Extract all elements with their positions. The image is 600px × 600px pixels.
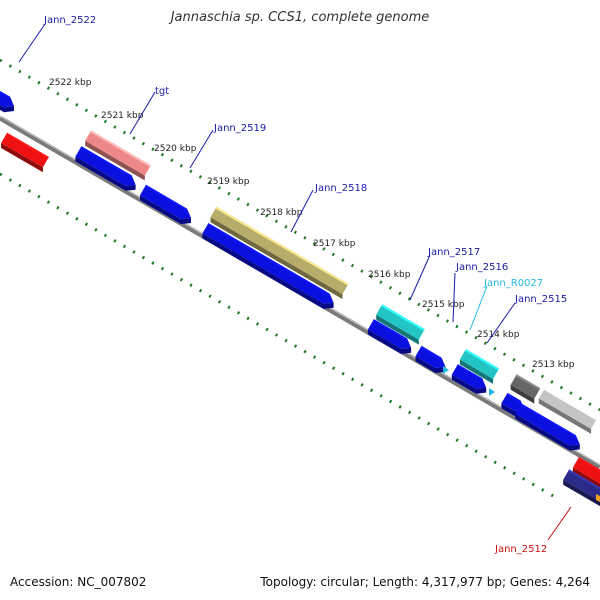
gene-label-jann-r0027[interactable]: Jann_R0027	[483, 278, 543, 289]
cds-arrow-shadow	[75, 156, 136, 191]
map-title: Jannaschia sp. CCS1, complete genome	[170, 10, 430, 25]
gene-features	[0, 90, 600, 507]
cds-arrow-highlight	[506, 393, 521, 403]
gene-block-lightgray-shadow	[538, 398, 592, 434]
gene-block-jann-r0027	[459, 349, 500, 379]
cds-arrow-highlight	[145, 184, 188, 211]
cds-arrow	[75, 146, 136, 186]
leader-line	[452, 272, 456, 323]
kbp-labels: 2522 kbp 2521 kbp 2520 kbp 2519 kbp 2518…	[49, 78, 575, 370]
gene-label-jann-2522[interactable]: Jann_2522	[43, 15, 96, 26]
trna-mark	[443, 366, 449, 374]
cds-arrow	[140, 184, 191, 220]
genome-summary-text: Topology: circular; Length: 4,317,977 bp…	[260, 575, 590, 589]
cds-arrow	[515, 403, 580, 446]
cds-arrow-shadow	[415, 356, 446, 373]
cds-arrow-highlight	[372, 319, 408, 341]
gene-block-lightgray	[538, 388, 598, 429]
kbp-label: 2514 kbp	[477, 330, 520, 340]
leader-line	[189, 129, 214, 169]
kbp-label: 2520 kbp	[154, 144, 197, 154]
cds-arrow-highlight	[0, 90, 11, 99]
leader-line	[290, 189, 314, 233]
kbp-label: 2518 kbp	[260, 208, 303, 218]
leader-line	[409, 254, 431, 301]
gene-block-gray	[510, 374, 541, 399]
cds-arrow	[451, 364, 487, 389]
gene-block-jann-2518-shadow	[210, 217, 343, 300]
kbp-label: 2522 kbp	[49, 78, 92, 88]
cds-arrow	[415, 345, 446, 368]
kbp-label: 2519 kbp	[207, 177, 250, 187]
label-leaders	[18, 23, 572, 541]
gene-block-navy-shadow	[563, 479, 600, 507]
leader-line	[129, 91, 156, 135]
gene-block-gray-highlight	[515, 374, 541, 390]
gene-block-jann-2517-shadow	[376, 314, 419, 345]
gene-label-jann-2518[interactable]: Jann_2518	[314, 183, 367, 194]
gene-block-red	[1, 132, 49, 168]
trna-mark	[489, 388, 495, 396]
leader-line	[469, 285, 488, 331]
gene-block-jann-2517-highlight	[381, 304, 425, 331]
gene-label-jann-2517[interactable]: Jann_2517	[427, 247, 480, 258]
upper-tick-track	[0, 58, 600, 412]
gene-block-navy-highlight	[568, 469, 600, 490]
gene-block-tgt-highlight	[90, 130, 151, 167]
accession-text: Accession: NC_007802	[10, 575, 147, 589]
cds-arrow-shadow	[451, 374, 487, 394]
cds-arrow-highlight	[520, 403, 576, 437]
gene-label-tgt[interactable]: tgt	[155, 86, 169, 97]
cds-arrow-highlight	[207, 223, 330, 296]
gene-block-jann-2512	[572, 457, 600, 484]
lower-tick-track	[0, 172, 561, 502]
gene-block-jann-r0027-shadow	[459, 359, 494, 384]
leader-line	[547, 506, 572, 541]
kbp-label: 2515 kbp	[422, 300, 465, 310]
gene-block-gray-shadow	[510, 384, 535, 404]
gene-block-jann-r0027-highlight	[464, 349, 500, 371]
cds-arrow-highlight	[80, 146, 132, 178]
gene-block-jann-2512-highlight	[577, 457, 600, 472]
kbp-label: 2517 kbp	[313, 239, 356, 249]
gene-block-jann-2518	[210, 206, 349, 295]
gene-block-red-shadow	[1, 143, 43, 173]
gene-block-tgt-shadow	[85, 140, 145, 181]
gene-label-jann-2519[interactable]: Jann_2519	[213, 123, 266, 134]
cds-arrow	[501, 393, 525, 411]
gene-block-orange	[596, 494, 600, 502]
cds-arrow-shadow	[140, 195, 191, 225]
gene-label-jann-2512[interactable]: Jann_2512	[494, 544, 547, 555]
kbp-label: 2516 kbp	[368, 270, 411, 280]
cds-arrow-shadow	[515, 413, 580, 451]
cds-arrow-highlight	[456, 364, 483, 381]
gene-block-jann-2518-highlight	[215, 206, 349, 286]
gene-block-jann-2517	[376, 304, 425, 340]
leader-line	[18, 23, 46, 63]
gene-block-navy	[563, 469, 600, 502]
cds-arrow	[202, 223, 334, 304]
gene-block-red-highlight	[6, 132, 49, 159]
gene-block-lightgray-highlight	[543, 388, 598, 421]
gene-block-jann-2512-shadow	[572, 467, 600, 489]
cds-arrow	[367, 319, 412, 349]
gene-label-jann-2516[interactable]: Jann_2516	[455, 262, 508, 273]
cds-arrow-shadow	[0, 104, 14, 113]
kbp-label: 2521 kbp	[101, 111, 144, 121]
gene-label-jann-2515[interactable]: Jann_2515	[514, 294, 567, 305]
cds-arrow-shadow	[367, 329, 412, 354]
cds-arrow-highlight	[420, 345, 442, 360]
kbp-label: 2513 kbp	[532, 360, 575, 370]
gene-block-tgt	[85, 130, 151, 176]
leader-line	[486, 302, 516, 344]
